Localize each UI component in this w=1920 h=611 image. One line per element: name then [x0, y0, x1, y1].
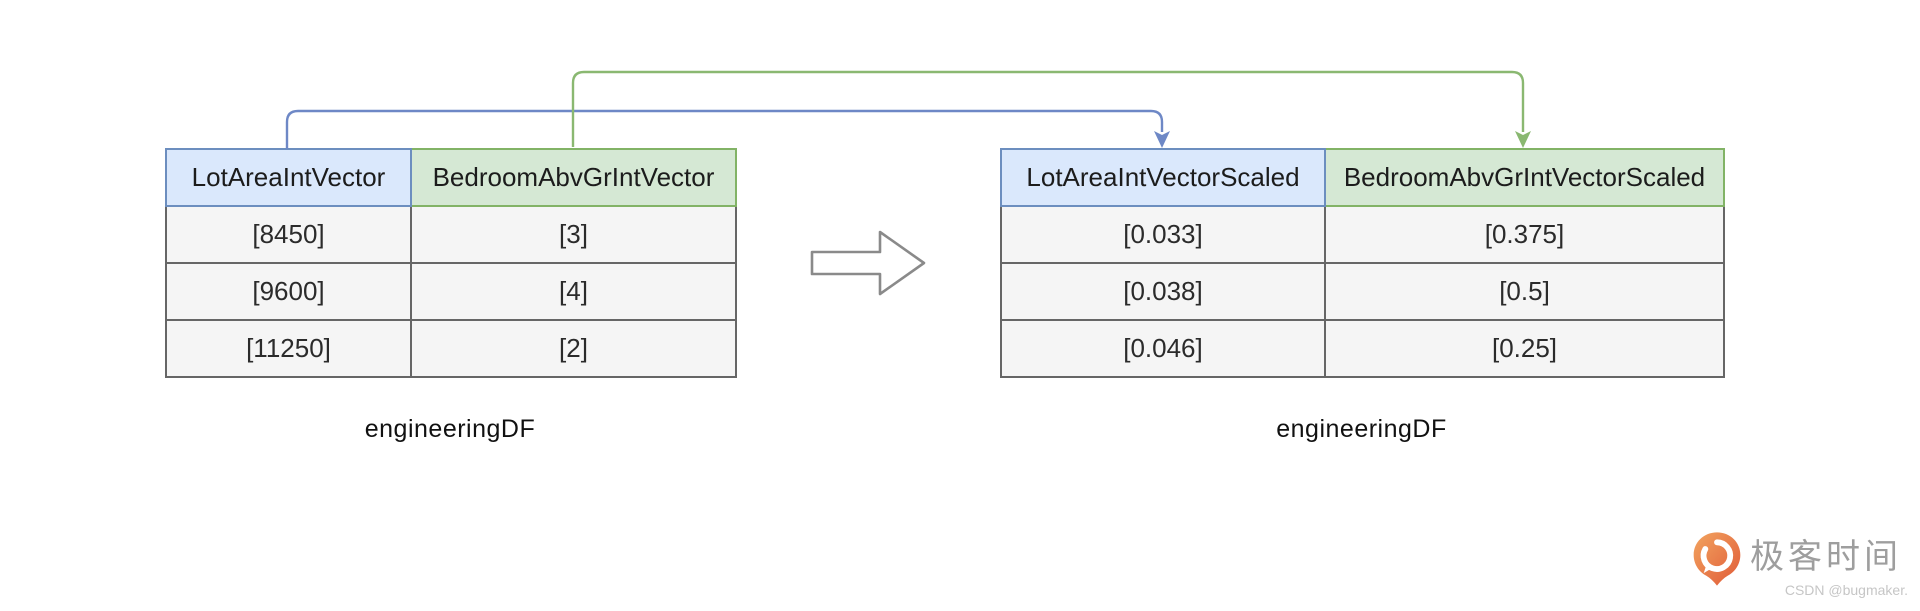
table-row: [8450] [3]	[165, 205, 737, 264]
connector-blue-arrow	[285, 109, 1170, 149]
source-dataframe-table: LotAreaIntVector BedroomAbvGrIntVector […	[165, 148, 737, 378]
cell-value: [0.25]	[1324, 319, 1725, 378]
cell-value: [3]	[410, 205, 737, 264]
cell-value: [9600]	[165, 262, 412, 321]
scaled-dataframe-table: LotAreaIntVectorScaled BedroomAbvGrIntVe…	[1000, 148, 1725, 378]
cell-value: [0.038]	[1000, 262, 1326, 321]
cell-value: [0.046]	[1000, 319, 1326, 378]
cell-value: [11250]	[165, 319, 412, 378]
connector-green-arrow	[571, 70, 1531, 148]
cell-value: [4]	[410, 262, 737, 321]
column-header-lotarea-scaled: LotAreaIntVectorScaled	[1000, 148, 1326, 207]
table-row: [0.033] [0.375]	[1000, 205, 1725, 264]
table-row: [0.038] [0.5]	[1000, 262, 1725, 321]
table-row: [11250] [2]	[165, 319, 737, 378]
cell-value: [8450]	[165, 205, 412, 264]
credit-text: CSDN @bugmaker.	[1784, 582, 1908, 598]
source-dataframe-caption: engineeringDF	[364, 415, 536, 443]
scaled-dataframe-caption: engineeringDF	[1276, 415, 1447, 443]
table-row: [9600] [4]	[165, 262, 737, 321]
column-header-bedroomabvgr: BedroomAbvGrIntVector	[410, 148, 737, 207]
table-row: [0.046] [0.25]	[1000, 319, 1725, 378]
transform-arrow-icon	[810, 230, 926, 296]
watermark: 极客时间 CSDN @bugmaker.	[1690, 528, 1912, 606]
cell-value: [2]	[410, 319, 737, 378]
cell-value: [0.375]	[1324, 205, 1725, 264]
cell-value: [0.5]	[1324, 262, 1725, 321]
brand-name: 极客时间	[1750, 538, 1902, 576]
cell-value: [0.033]	[1000, 205, 1326, 264]
column-header-bedroomabvgr-scaled: BedroomAbvGrIntVectorScaled	[1324, 148, 1725, 207]
geektime-logo-icon	[1693, 532, 1741, 586]
column-header-lotarea: LotAreaIntVector	[165, 148, 412, 207]
